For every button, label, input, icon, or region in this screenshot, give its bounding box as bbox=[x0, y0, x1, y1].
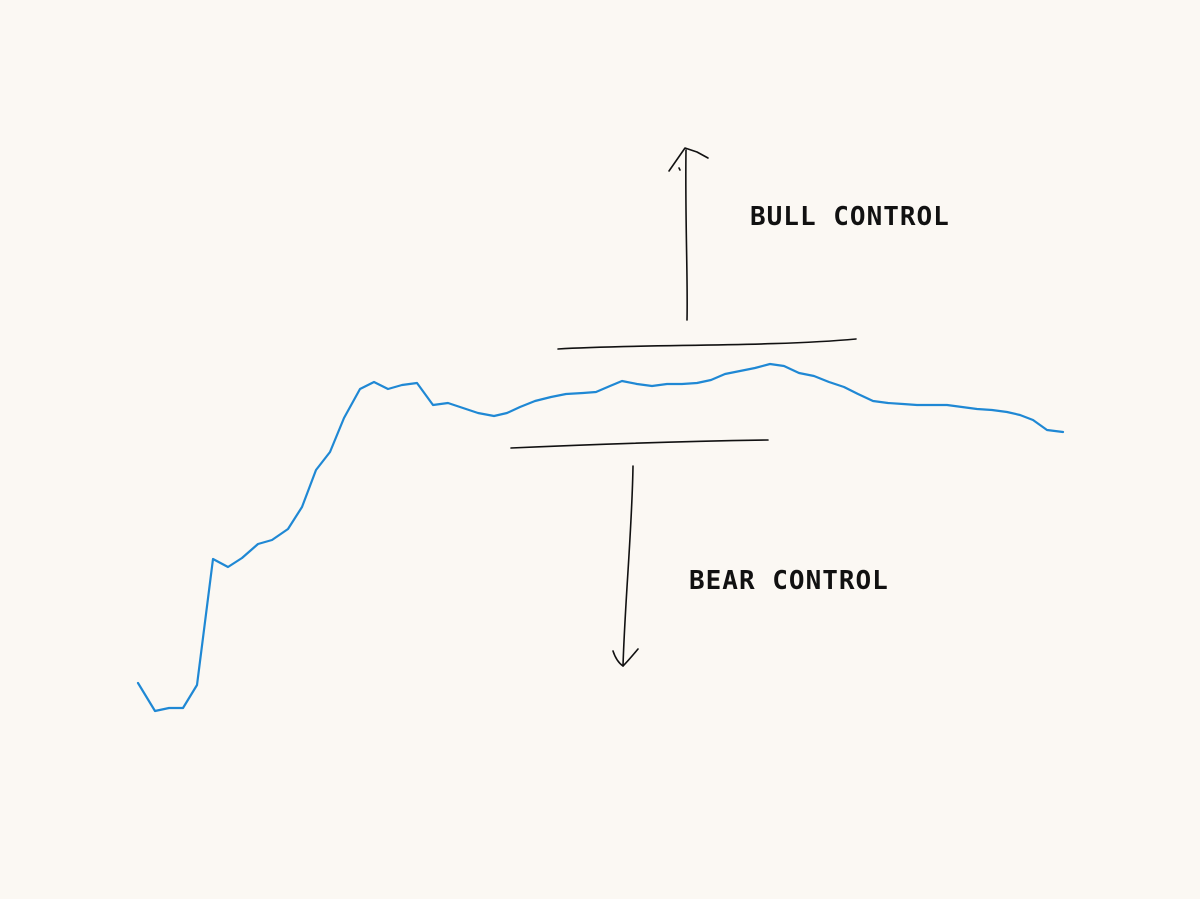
bull-control-label: BULL CONTROL bbox=[750, 202, 950, 232]
down-arrow-icon bbox=[612, 465, 639, 667]
resistance-line bbox=[557, 338, 857, 350]
support-line bbox=[510, 439, 769, 449]
bear-control-label: BEAR CONTROL bbox=[689, 566, 889, 596]
price-line bbox=[136, 362, 1065, 713]
up-arrow-icon bbox=[668, 147, 709, 321]
